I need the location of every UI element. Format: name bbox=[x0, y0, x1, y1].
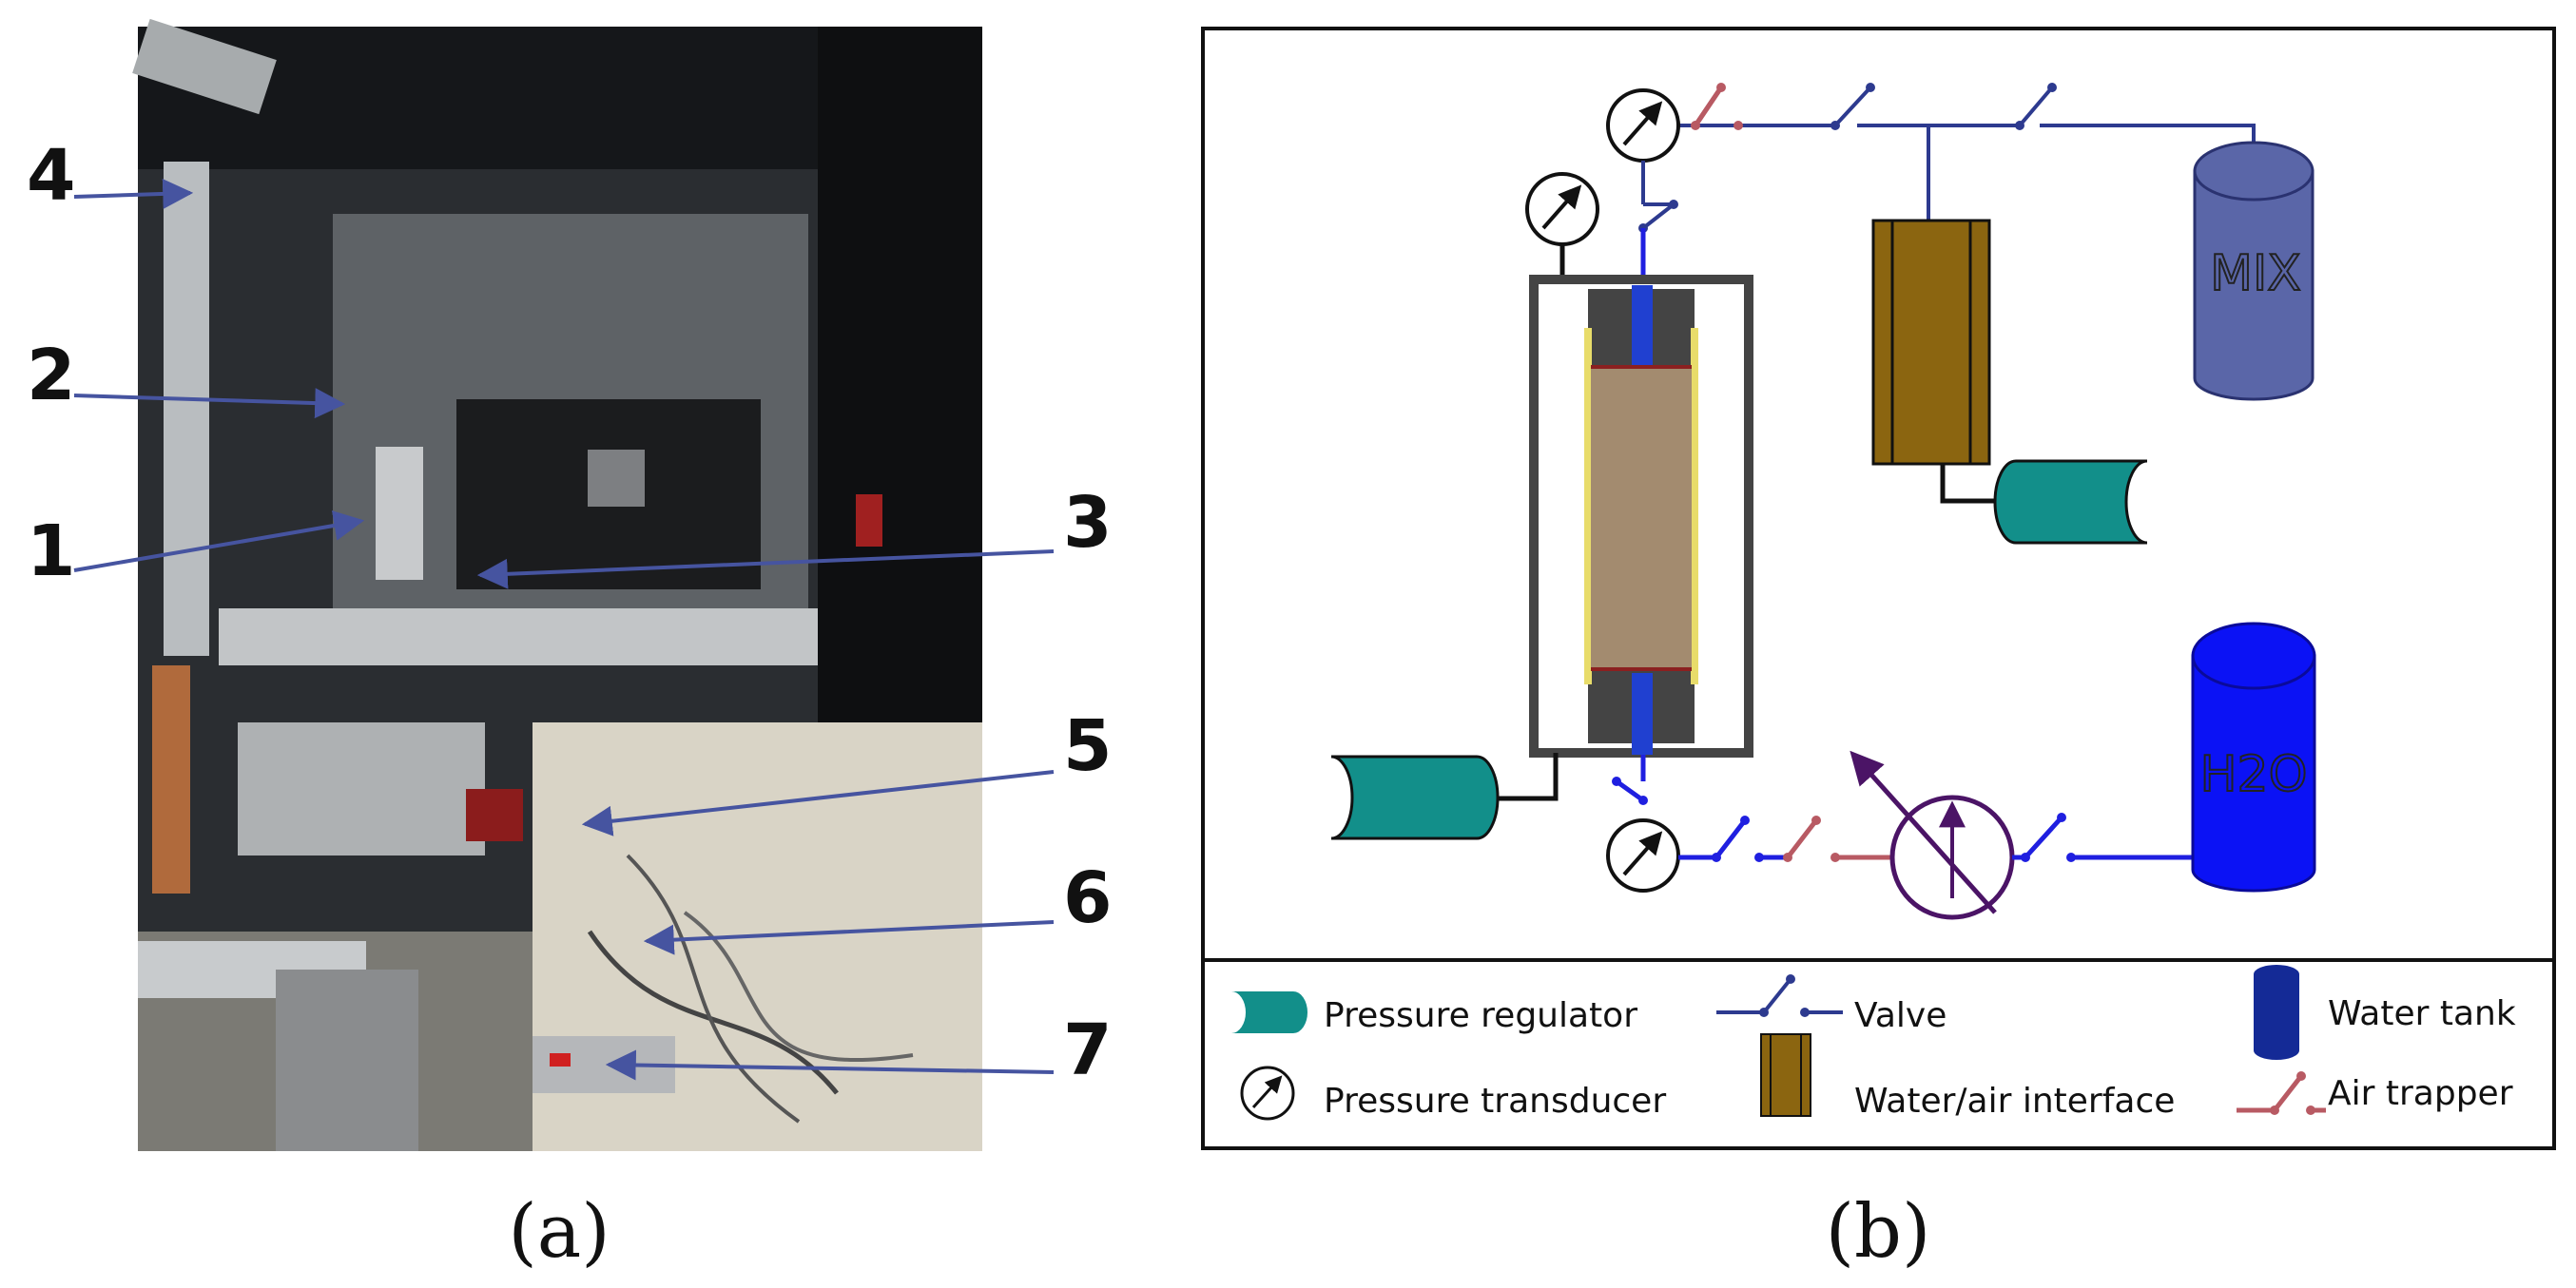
water-air-interface bbox=[1871, 219, 2016, 504]
legend-water-tank-label: Water tank bbox=[2328, 994, 2516, 1033]
legend-water-tank: Water tank bbox=[2254, 965, 2516, 1060]
panel-a-photo bbox=[132, 18, 982, 1151]
air-trapper-top bbox=[1691, 83, 1743, 130]
triaxial-cell bbox=[1529, 275, 1753, 758]
panel-a-callouts: 4 2 1 3 5 6 7 bbox=[27, 135, 1113, 1091]
pressure-transducer-bottom bbox=[1606, 755, 1680, 893]
marker-5: 5 bbox=[1063, 705, 1113, 787]
legend-pressure-regulator-label: Pressure regulator bbox=[1324, 996, 1637, 1035]
pressure-regulator-top bbox=[1993, 459, 2148, 545]
marker-4: 4 bbox=[27, 135, 76, 217]
pressure-transducer-top bbox=[1606, 88, 1680, 285]
legend: Pressure regulator Valve Water tank Pres… bbox=[1231, 965, 2516, 1121]
h2o-tank: H2O bbox=[2191, 622, 2316, 893]
legend-valve-label: Valve bbox=[1854, 996, 1947, 1035]
marker-3: 3 bbox=[1063, 482, 1113, 564]
pressure-regulator-bottom bbox=[1330, 753, 1559, 840]
panel-b-diagram: MIX H2O bbox=[1201, 27, 2556, 1150]
caption-b: (b) bbox=[1826, 1189, 1931, 1275]
valve-top-2 bbox=[2015, 83, 2057, 130]
pump bbox=[1850, 750, 2015, 920]
arrow-2 bbox=[73, 388, 346, 419]
arrow-3 bbox=[476, 549, 1055, 589]
legend-pressure-transducer-label: Pressure transducer bbox=[1324, 1082, 1666, 1121]
caption-a: (a) bbox=[508, 1189, 610, 1275]
legend-pressure-transducer: Pressure transducer bbox=[1240, 1066, 1666, 1121]
marker-6: 6 bbox=[1063, 857, 1113, 939]
legend-water-air-interface: Water/air interface bbox=[1760, 1033, 2175, 1121]
marker-7: 7 bbox=[1063, 1009, 1113, 1091]
legend-air-trapper-label: Air trapper bbox=[2328, 1074, 2513, 1113]
mix-tank: MIX bbox=[2193, 141, 2315, 401]
arrow-7 bbox=[605, 1049, 1055, 1081]
legend-water-air-interface-label: Water/air interface bbox=[1854, 1082, 2175, 1121]
arrow-4 bbox=[73, 178, 194, 209]
legend-air-trapper: Air trapper bbox=[2237, 1071, 2513, 1115]
arrow-1 bbox=[73, 510, 365, 572]
h2o-tank-label: H2O bbox=[2199, 746, 2307, 803]
valve-bottom-1 bbox=[1712, 816, 1750, 862]
valve-top-1 bbox=[1830, 83, 1875, 130]
legend-valve: Valve bbox=[1716, 974, 1947, 1035]
valve-bottom-2 bbox=[2021, 813, 2066, 862]
panel-b-frame bbox=[1201, 27, 2556, 1150]
marker-1: 1 bbox=[27, 510, 76, 592]
air-trapper-bottom bbox=[1783, 816, 1821, 862]
arrow-5 bbox=[581, 770, 1055, 836]
pressure-transducer-cell bbox=[1525, 172, 1599, 279]
marker-2: 2 bbox=[27, 335, 76, 416]
mix-tank-label: MIX bbox=[2210, 245, 2301, 302]
arrow-6 bbox=[643, 920, 1055, 955]
sample-core bbox=[1591, 367, 1692, 669]
legend-pressure-regulator: Pressure regulator bbox=[1231, 991, 1637, 1035]
